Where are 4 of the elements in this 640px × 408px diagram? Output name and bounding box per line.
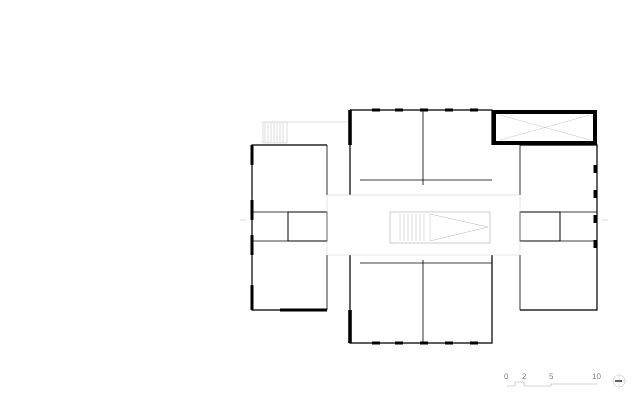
scale-number: 5 [549, 372, 554, 381]
scale-number: 10 [592, 372, 601, 381]
scale-number: 0 [504, 372, 508, 381]
scale-number: 2 [522, 372, 526, 381]
